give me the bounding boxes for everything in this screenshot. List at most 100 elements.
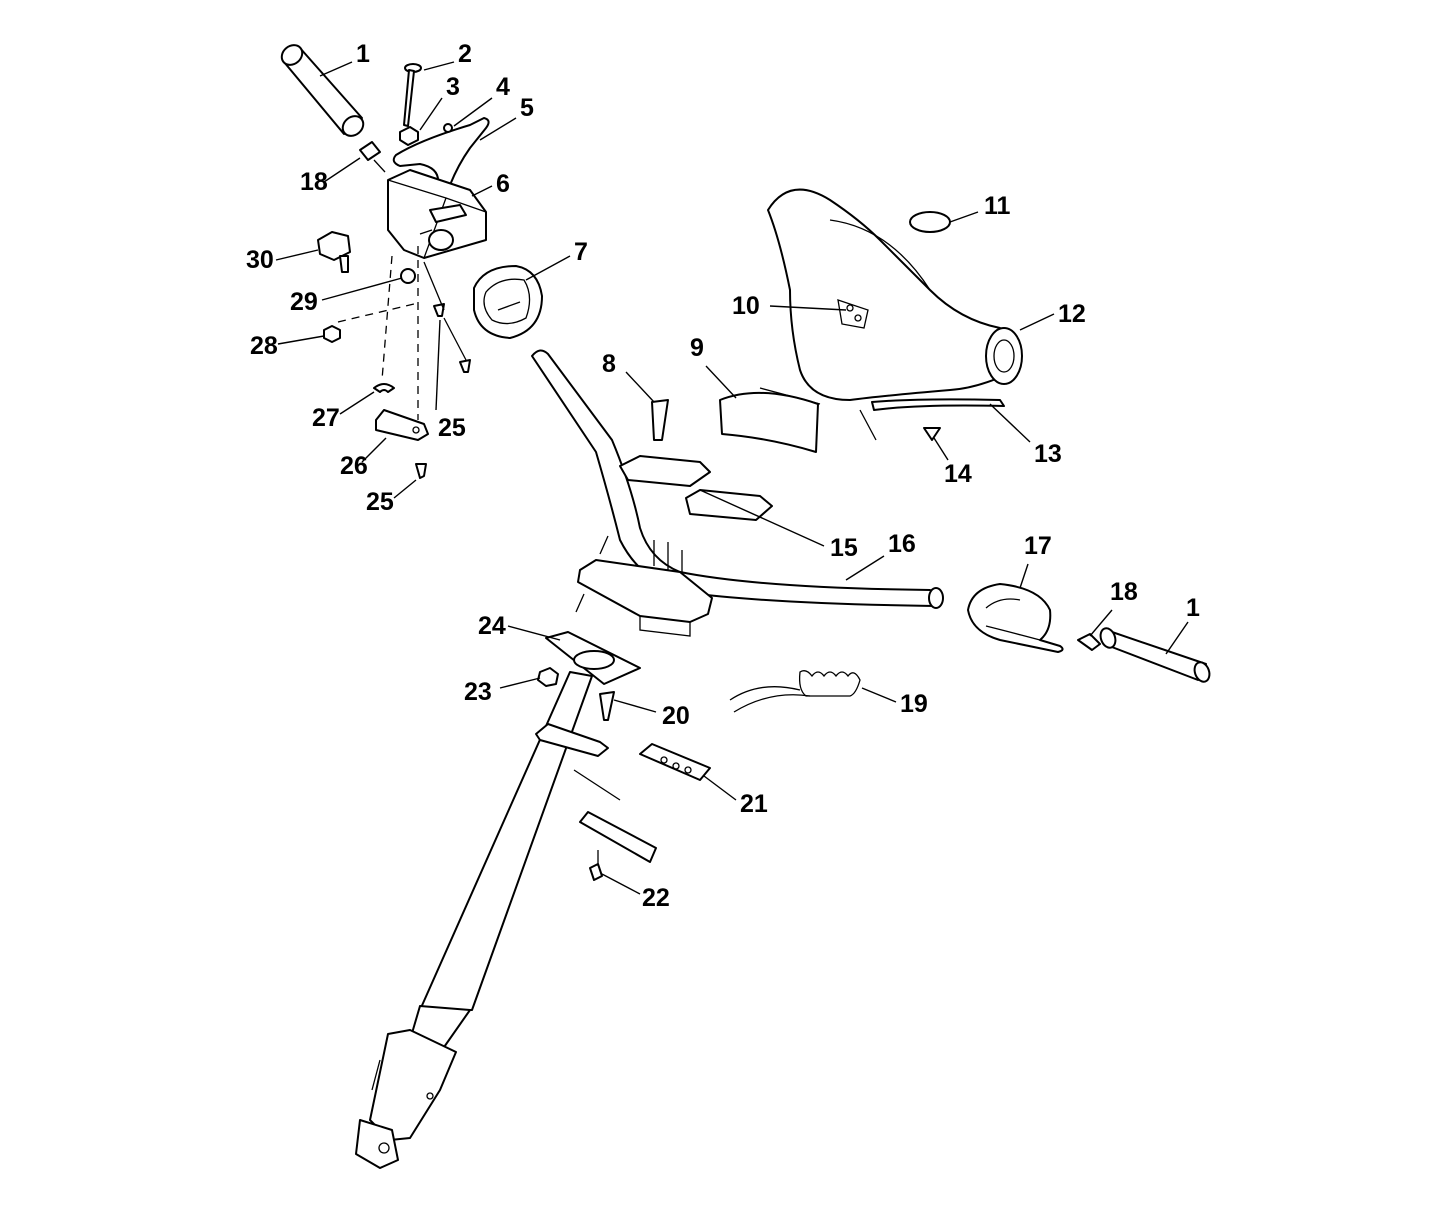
leader-line <box>861 687 897 703</box>
leader-line <box>769 305 847 311</box>
callout-number: 9 <box>690 334 704 362</box>
callout-number: 16 <box>888 530 916 558</box>
screw-25c <box>415 463 427 479</box>
leader-line <box>453 97 493 127</box>
bolt <box>403 63 422 127</box>
callout-number: 25 <box>366 488 394 516</box>
leader-line <box>423 61 455 71</box>
leader-line <box>435 319 441 411</box>
leader-line <box>933 437 949 461</box>
leader-line <box>419 97 443 131</box>
callout-number: 6 <box>496 170 510 198</box>
leader-line <box>393 479 417 499</box>
right-bar-end-plug <box>1077 633 1101 651</box>
mounting-plate-26 <box>375 409 429 441</box>
screw-25b <box>459 359 471 373</box>
callout-number: 14 <box>944 460 972 488</box>
leader-line <box>625 371 655 403</box>
washer-29 <box>400 268 416 284</box>
callout-number: 17 <box>1024 532 1052 560</box>
leader-line <box>499 677 541 689</box>
upper-bushing-flange-24 <box>545 631 641 685</box>
washer <box>399 126 419 146</box>
callout-number: 3 <box>446 73 460 101</box>
leader-line <box>703 775 737 801</box>
leader-line <box>323 157 361 183</box>
right-control-housing <box>967 583 1064 653</box>
trim-strip-13 <box>871 398 1005 411</box>
leader-line <box>277 335 325 345</box>
leader-line <box>1019 313 1055 331</box>
left-bar-end-plug <box>359 141 386 173</box>
callout-number: 15 <box>830 534 858 562</box>
callout-number: 5 <box>520 94 534 122</box>
callout-number: 22 <box>642 884 670 912</box>
leader-line <box>525 255 571 281</box>
callout-number: 1 <box>356 40 370 68</box>
screw-25a <box>433 303 445 317</box>
hand-guard <box>767 188 1023 401</box>
callout-number: 18 <box>1110 578 1138 606</box>
leader-line <box>275 249 319 261</box>
callout-number: 2 <box>458 40 472 68</box>
throttle-lever <box>392 117 490 186</box>
callout-number: 23 <box>464 678 492 706</box>
callout-number: 30 <box>246 246 274 274</box>
callout-number: 18 <box>300 168 328 196</box>
leader-line <box>949 211 979 223</box>
leader-line <box>1019 563 1029 589</box>
leader-line <box>613 699 657 713</box>
callout-number: 12 <box>1058 300 1086 328</box>
callout-number: 25 <box>438 414 466 442</box>
leader-line <box>319 61 353 77</box>
nut-28 <box>323 325 341 343</box>
leader-line <box>471 185 493 197</box>
handlebar-cover-9 <box>719 387 821 453</box>
leader-line <box>1089 609 1113 637</box>
callout-number: 24 <box>478 612 506 640</box>
switch-housing-cover <box>473 265 543 339</box>
clip-27 <box>373 383 395 393</box>
right-hand-grip <box>1099 627 1211 683</box>
leader-line <box>705 365 737 399</box>
callout-number: 11 <box>984 192 1011 220</box>
steering-column <box>355 671 593 1169</box>
leader-line <box>989 403 1031 443</box>
bolt-20 <box>599 691 615 721</box>
callout-number: 27 <box>312 404 340 432</box>
callout-number: 8 <box>602 350 616 378</box>
callout-number: 7 <box>574 238 588 266</box>
callout-number: 19 <box>900 690 928 718</box>
pin-22 <box>579 811 657 881</box>
callout-number: 26 <box>340 452 368 480</box>
handlebar <box>531 349 944 609</box>
handlebar-clamp-lower <box>577 559 713 637</box>
callout-number: 20 <box>662 702 690 730</box>
throttle-cable-19 <box>729 670 861 713</box>
leader-line <box>699 489 825 547</box>
leader-line <box>1165 621 1189 655</box>
callout-number: 29 <box>290 288 318 316</box>
throttle-housing <box>387 169 487 259</box>
leader-line <box>479 117 517 141</box>
leader-line <box>339 391 375 415</box>
callout-number: 28 <box>250 332 278 360</box>
leader-line <box>361 437 387 463</box>
grommet-11 <box>909 211 951 233</box>
callout-number: 4 <box>496 73 510 101</box>
column-clamp <box>535 723 609 757</box>
bolt-8 <box>651 399 669 441</box>
kill-switch <box>317 231 351 273</box>
leader-line <box>845 555 885 581</box>
leader-line <box>321 277 403 301</box>
leader-line <box>507 625 561 641</box>
leader-line <box>601 873 641 895</box>
callout-number: 10 <box>732 292 760 320</box>
left-hand-grip <box>280 44 365 137</box>
callout-number: 21 <box>740 790 768 818</box>
handlebar-clamp-upper <box>619 455 773 521</box>
rivet-14 <box>923 427 941 441</box>
callout-number: 13 <box>1034 440 1062 468</box>
